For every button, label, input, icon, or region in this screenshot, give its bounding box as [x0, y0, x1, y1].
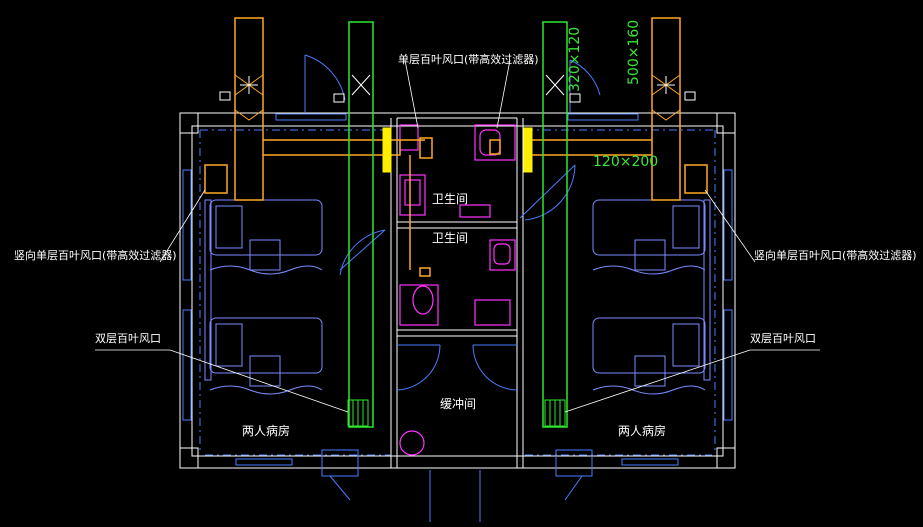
exhaust-ducts — [348, 21, 568, 428]
ward-right-label: 两人病房 — [618, 424, 667, 438]
air-valves — [382, 127, 533, 173]
doors — [304, 54, 601, 522]
windows — [182, 113, 733, 466]
duct-dimension-1: 320×120 — [567, 26, 583, 92]
bathroom-lower-label: 卫生间 — [432, 231, 469, 245]
exhaust-grilles — [347, 399, 566, 427]
leader-lines — [95, 59, 820, 413]
bathroom-upper-label: 卫生间 — [432, 192, 469, 206]
vertical-louver-label-left: 竖向单层百叶风口(带高效过滤器) — [14, 249, 177, 262]
duct-dimension-2: 500×160 — [626, 19, 642, 85]
outer-walls — [179, 112, 736, 469]
buffer-room-label: 缓冲间 — [440, 397, 477, 411]
double-louver-label-left: 双层百叶风口 — [95, 332, 161, 345]
ward-left-label: 两人病房 — [242, 424, 291, 438]
damper-symbols — [219, 74, 696, 103]
duct-dimension-3: 120×200 — [593, 154, 659, 170]
single-louver-filter-label: 单层百叶风口(带高效过滤器) — [398, 53, 539, 66]
beds — [204, 199, 711, 395]
vertical-louver-label-right: 竖向单层百叶风口(带高效过滤器) — [754, 249, 917, 262]
double-louver-label-right: 双层百叶风口 — [750, 332, 816, 345]
